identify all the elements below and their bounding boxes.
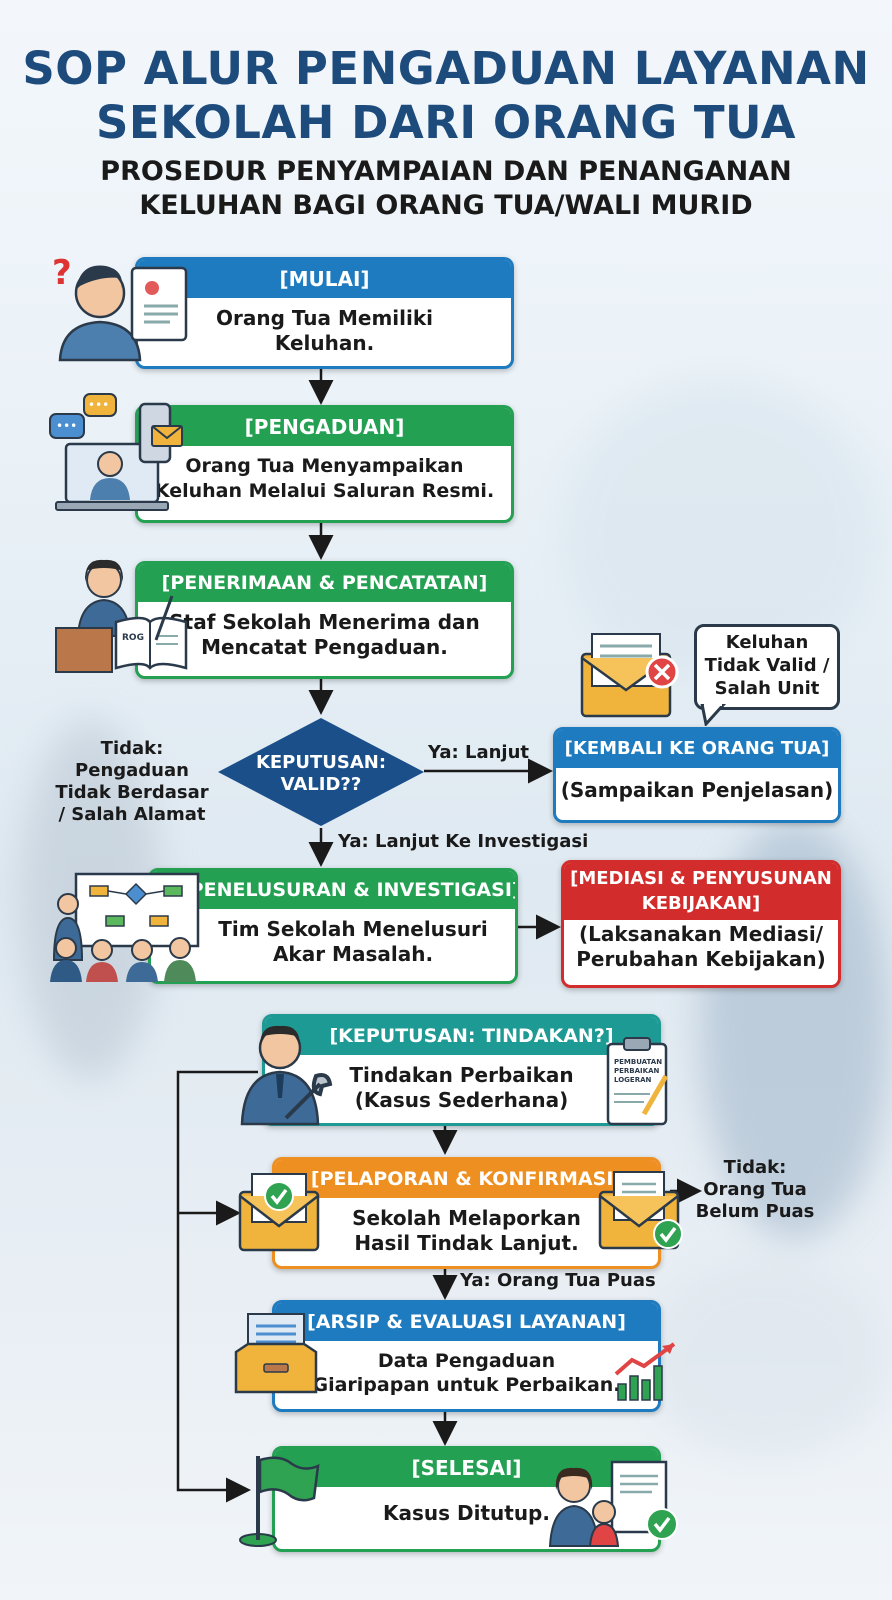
confused-parent-icon: ? <box>52 253 188 362</box>
step-header: [SELESAI] <box>275 1449 658 1487</box>
label-ya-puas: Ya: Orang Tua Puas <box>460 1270 656 1291</box>
loop-to-selesai <box>176 1070 258 1503</box>
decision-valid-label: KEPUTUSAN:VALID?? <box>255 752 387 795</box>
svg-text:ROG: ROG <box>122 633 144 643</box>
page-title: SOP ALUR PENGADUAN LAYANAN SEKOLAH DARI … <box>22 42 870 149</box>
step-header: [PENELUSURAN & INVESTIGASI] <box>151 871 515 909</box>
step-kembali: [KEMBALI KE ORANG TUA] (Sampaikan Penjel… <box>553 727 841 823</box>
label-ya-investigasi: Ya: Lanjut Ke Investigasi <box>338 831 589 852</box>
file-drawer-icon <box>234 1313 318 1394</box>
rejected-envelope-icon <box>580 633 679 718</box>
laptop-user-icon: ••• ••• <box>49 393 183 511</box>
growth-chart-icon <box>614 1342 676 1401</box>
step-header: [MULAI] <box>138 260 511 298</box>
staff-desk-icon: ROG <box>55 559 188 673</box>
svg-text:•••: ••• <box>56 419 77 433</box>
step-penelusuran: [PENELUSURAN & INVESTIGASI] Tim Sekolah … <box>148 868 518 984</box>
step-header: [ARSIP & EVALUASI LAYANAN] <box>275 1303 658 1341</box>
step-tindakan: [KEPUTUSAN: TINDAKAN?] Tindakan Perbaika… <box>262 1014 661 1126</box>
step-pelaporan: [PELAPORAN & KONFIRMASI] Sekolah Melapor… <box>272 1157 661 1269</box>
step-header: [PENERIMAAN & PENCATATAN] <box>138 564 511 602</box>
svg-text:•••: ••• <box>88 398 109 412</box>
step-header: [KEPUTUSAN: TINDAKAN?] <box>265 1017 658 1055</box>
speech-bubble-tail <box>700 704 727 726</box>
step-body: (Laksanakan Mediasi/Perubahan Kebijakan) <box>576 922 826 971</box>
step-body: Tindakan Perbaikan(Kasus Sederhana) <box>349 1063 574 1112</box>
svg-text:PEMBUATAN: PEMBUATAN <box>614 1058 662 1066</box>
technician-wrench-icon <box>240 1025 333 1126</box>
team-meeting-icon <box>50 872 200 982</box>
step-arsip: [ARSIP & EVALUASI LAYANAN] Data Pengadua… <box>272 1300 661 1412</box>
label-tidak-valid: Tidak: Pengaduan Tidak Berdasar / Salah … <box>55 738 209 825</box>
page-subtitle: PROSEDUR PENYAMPAIAN DAN PENANGANAN KELU… <box>100 156 792 221</box>
flag-icon <box>239 1456 320 1547</box>
step-penerimaan: [PENERIMAAN & PENCATATAN] Staf Sekolah M… <box>135 561 514 679</box>
step-header: [KEMBALI KE ORANG TUA] <box>556 730 838 768</box>
step-header: [PENGADUAN] <box>138 408 511 446</box>
step-body: (Sampaikan Penjelasan) <box>560 778 834 802</box>
clipboard-icon: PEMBUATAN PERBAIKAN LOGERAN <box>606 1037 669 1126</box>
envelope-check-icon <box>238 1173 320 1252</box>
step-header: [PELAPORAN & KONFIRMASI] <box>275 1160 658 1198</box>
background-blur <box>640 1260 890 1460</box>
svg-text:PERBAIKAN: PERBAIKAN <box>614 1067 660 1075</box>
decision-valid-diamond <box>218 718 424 826</box>
envelope-document-icon <box>598 1171 683 1250</box>
label-ya-lanjut: Ya: Lanjut <box>428 742 530 763</box>
step-body: Kasus Ditutup. <box>383 1501 550 1525</box>
parent-child-icon <box>548 1460 678 1547</box>
svg-text:LOGERAN: LOGERAN <box>614 1076 651 1084</box>
svg-text:?: ? <box>52 253 72 293</box>
